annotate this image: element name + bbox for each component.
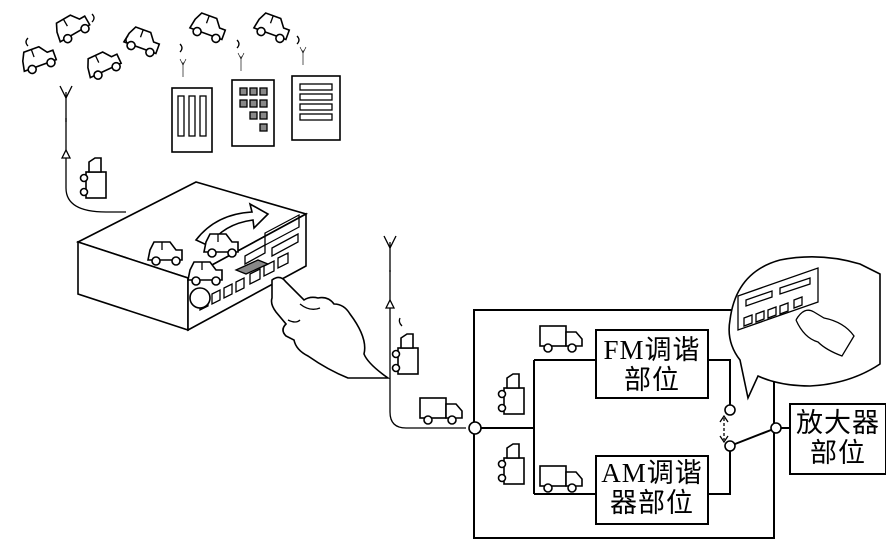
fm-tuner-line-1: FM调谐 [603,335,701,365]
amplifier-label: 放大器 部位 [790,408,886,468]
car-icon [81,46,125,83]
car-icon [50,8,94,47]
truck-icon [497,443,525,485]
fm-tuner-line-2: 部位 [624,365,680,395]
car-icon [187,10,229,45]
am-tuner-label: AM调谐 器部位 [596,458,708,518]
amplifier-block [789,403,886,475]
fm-tuner-block [595,329,709,399]
truck-icon [497,373,525,415]
truck-icon [419,397,463,425]
am-tuner-line-1: AM调谐 [601,458,703,488]
car-icon [121,24,163,59]
panel-callout [728,256,881,401]
am-tuner-line-2: 器部位 [610,488,694,518]
truck-icon [79,157,107,199]
am-tuner-block [595,455,709,525]
building-icon [291,46,341,141]
switch-icon [719,404,782,452]
car-icon [17,41,59,77]
radio-unit-icon [75,181,309,332]
truck-icon [539,465,583,493]
antenna-icon [59,85,73,123]
truck-icon [391,333,419,375]
car-icon [251,10,293,45]
fm-tuner-label: FM调谐 部位 [596,335,708,395]
building-icon [171,58,213,153]
building-icon [231,52,275,147]
hand-icon [270,276,391,379]
truck-icon [539,325,583,353]
amplifier-line-2: 部位 [810,438,866,468]
amplifier-line-1: 放大器 [796,408,880,438]
antenna-icon [383,235,397,273]
